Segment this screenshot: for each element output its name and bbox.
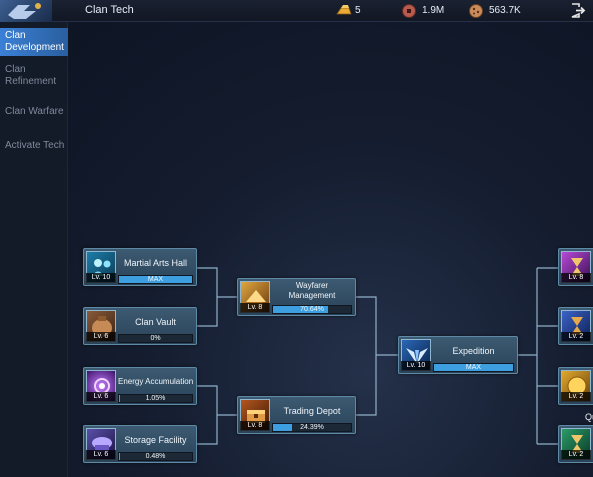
tech-node-right-2[interactable]: Lv. 2: [558, 307, 593, 345]
progress-fill: [434, 364, 513, 371]
sidebar-item-label: Activate Tech: [5, 140, 65, 151]
cookie-value: 563.7K: [489, 5, 521, 16]
exit-icon[interactable]: [570, 2, 586, 19]
node-progress-bar: 0.48%: [118, 452, 193, 461]
node-progress-bar: MAX: [118, 275, 193, 284]
progress-text: MAX: [147, 276, 164, 283]
node-level: Lv. 8: [240, 421, 270, 431]
page-title: Clan Tech: [85, 4, 134, 16]
gold-value: 5: [355, 5, 361, 16]
progress-text: 24.39%: [300, 424, 324, 431]
tech-node-martial-arts-hall[interactable]: Lv. 10 Martial Arts Hall MAX: [83, 248, 197, 286]
node-level: Lv. 6: [86, 392, 116, 402]
partial-node-name: Qu: [585, 412, 593, 422]
tech-node-energy-accumulation[interactable]: Lv. 6 Energy Accumulation 1.05%: [83, 367, 197, 405]
tech-node-expedition[interactable]: Lv. 10 Expedition MAX: [398, 336, 518, 374]
node-level: Lv. 6: [86, 450, 116, 460]
node-level: Lv. 8: [240, 303, 270, 313]
node-level: Lv. 10: [401, 361, 431, 371]
tech-node-right-3[interactable]: Lv. 2: [558, 367, 593, 405]
sidebar-item-clan-warfare[interactable]: Clan Warfare: [0, 106, 68, 120]
node-level: Lv. 6: [86, 332, 116, 342]
sidebar: Clan Development Clan Refinement Clan Wa…: [0, 22, 68, 477]
node-level: Lv. 2: [561, 392, 591, 402]
node-name: Trading Depot: [283, 406, 341, 416]
cookie-icon: [469, 4, 483, 18]
tech-node-storage-facility[interactable]: Lv. 6 Storage Facility 0.48%: [83, 425, 197, 463]
node-progress-bar: 24.39%: [272, 423, 352, 432]
progress-text: MAX: [465, 364, 482, 371]
progress-text: 70.64%: [300, 306, 324, 313]
node-name: Clan Vault: [135, 317, 176, 327]
progress-text: 1.05%: [145, 395, 166, 402]
node-name: Energy Accumulation: [118, 377, 194, 386]
node-name: Storage Facility: [124, 435, 187, 445]
node-progress-bar: 1.05%: [118, 394, 193, 403]
sidebar-item-clan-development[interactable]: Clan Development: [0, 28, 68, 56]
node-progress-bar: 0%: [118, 334, 193, 343]
progress-fill: [273, 306, 329, 313]
node-level: Lv. 8: [561, 273, 591, 283]
tech-node-clan-vault[interactable]: Lv. 6 Clan Vault 0%: [83, 307, 197, 345]
tech-node-right-4[interactable]: Lv. 2: [558, 425, 593, 463]
progress-text: 0%: [150, 335, 161, 342]
tech-node-trading-depot[interactable]: Lv. 8 Trading Depot 24.39%: [237, 396, 356, 434]
tech-node-wayfarer-management[interactable]: Lv. 8 Wayfarer Management 70.64%: [237, 278, 356, 316]
tech-node-right-1[interactable]: Lv. 8: [558, 248, 593, 286]
top-bar: Clan Tech 5 1.9M 563.7K: [0, 0, 593, 22]
progress-fill: [119, 276, 192, 283]
sidebar-item-label: Clan Development: [5, 30, 64, 53]
node-name: Wayfarer Management: [288, 281, 336, 300]
progress-fill: [273, 424, 293, 431]
node-progress-bar: MAX: [433, 363, 514, 372]
node-level: Lv. 2: [561, 332, 591, 342]
coin-value: 1.9M: [422, 5, 445, 16]
node-level: Lv. 10: [86, 273, 116, 283]
logo-icon: [8, 3, 41, 19]
node-name: Expedition: [452, 346, 495, 356]
gold-ingot-icon: [336, 5, 352, 15]
progress-fill: [119, 395, 120, 402]
sidebar-item-label: Clan Warfare: [5, 106, 64, 117]
node-level: Lv. 2: [561, 450, 591, 460]
node-name: Martial Arts Hall: [123, 258, 187, 268]
back-logo-button[interactable]: [0, 0, 52, 22]
coin-icon: [402, 4, 416, 18]
progress-text: 0.48%: [145, 453, 166, 460]
sidebar-item-label: Clan Refinement: [5, 64, 57, 87]
sidebar-item-activate-tech[interactable]: Activate Tech: [0, 140, 68, 154]
node-progress-bar: 70.64%: [272, 305, 352, 314]
sidebar-item-clan-refinement[interactable]: Clan Refinement: [0, 64, 68, 92]
